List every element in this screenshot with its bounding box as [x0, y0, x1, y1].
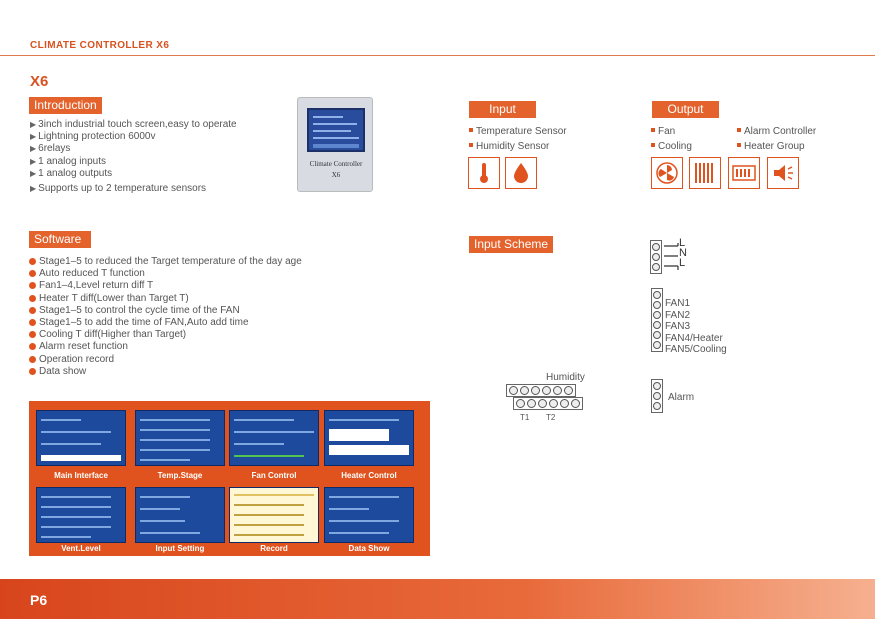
list-item: Fan1–4,Level return diff T: [29, 280, 302, 292]
list-item: Cooling T diff(Higher than Target): [29, 329, 302, 341]
humidity-label: Humidity: [546, 372, 585, 383]
list-item: Alarm Controller: [737, 124, 816, 139]
list-item: Temperature Sensor: [469, 124, 567, 139]
footer-bar: [0, 579, 875, 619]
output-list-2: Alarm Controller Heater Group: [737, 124, 816, 154]
introduction-heading: Introduction: [29, 97, 102, 114]
heater-icon: [728, 157, 760, 189]
screen-caption: Main Interface: [54, 471, 108, 480]
input-list: Temperature Sensor Humidity Sensor: [469, 124, 567, 154]
header-title: CLIMATE CONTROLLER X6: [30, 40, 170, 51]
alarm-icon: [767, 157, 799, 189]
screen-vent-level: [36, 487, 126, 543]
screen-caption: Data Show: [348, 544, 390, 553]
list-item: ▶3inch industrial touch screen,easy to o…: [30, 119, 237, 130]
software-heading: Software: [29, 231, 91, 248]
controller-device-image: Climate Controller X6: [297, 97, 373, 192]
screens-panel: Main Interface Temp.Stage Fan Control He…: [29, 401, 430, 556]
list-item: Cooling: [651, 139, 692, 154]
software-list: Stage1–5 to reduced the Target temperatu…: [29, 256, 302, 378]
list-item: Heater T diff(Lower than Target T): [29, 293, 302, 305]
list-item: ▶1 analog inputs: [30, 155, 106, 167]
screen-input-setting: [135, 487, 225, 543]
list-item: Fan: [651, 124, 692, 139]
list-item: ▶1 analog outputs: [30, 167, 113, 179]
water-drop-icon: [505, 157, 537, 189]
page-number: P6: [30, 592, 48, 608]
fan-icon: [651, 157, 683, 189]
screen-caption: Heater Control: [341, 471, 397, 480]
thermometer-icon: [468, 157, 500, 189]
screen-fan-control: [229, 410, 319, 466]
device-screen: [307, 108, 365, 152]
list-item: Stage1–5 to control the cycle time of th…: [29, 305, 302, 317]
screen-caption: Vent.Level: [61, 544, 101, 553]
list-item: ▶Lightning protection 6000v: [30, 131, 156, 143]
output-list-1: Fan Cooling: [651, 124, 692, 154]
power-terminal: [650, 240, 662, 274]
t1-label: T1: [520, 413, 530, 422]
t2-label: T2: [546, 413, 556, 422]
list-item: Humidity Sensor: [469, 139, 567, 154]
model-title: X6: [30, 73, 49, 90]
screen-record: [229, 487, 319, 543]
alarm-terminal: [651, 379, 663, 413]
list-item: Operation record: [29, 354, 302, 366]
cooling-pad-icon: [689, 157, 721, 189]
sensor-terminal: [513, 397, 583, 410]
screen-data-show: [324, 487, 414, 543]
list-item: Auto reduced T function: [29, 268, 302, 280]
list-item: Stage1–5 to add the time of FAN,Auto add…: [29, 317, 302, 329]
list-item: ▶6relays: [30, 143, 71, 155]
screen-caption: Temp.Stage: [157, 471, 203, 480]
alarm-label: Alarm: [668, 392, 695, 403]
screen-caption: Input Setting: [155, 544, 205, 553]
screen-caption: Fan Control: [251, 471, 297, 480]
humidity-terminal: [506, 384, 576, 397]
output-heading: Output: [652, 101, 719, 118]
introduction-list: ▶3inch industrial touch screen,easy to o…: [30, 119, 237, 195]
device-label: Climate Controller: [309, 160, 363, 168]
relay-labels: FAN1 FAN2 FAN3 FAN4/Heater FAN5/Cooling: [665, 298, 727, 355]
relay-terminal: [651, 288, 663, 352]
screen-heater-control: [324, 410, 414, 466]
list-item: Heater Group: [737, 139, 816, 154]
screen-caption: Record: [260, 544, 288, 553]
list-item: Stage1–5 to reduced the Target temperatu…: [29, 256, 302, 268]
screen-temp-stage: [135, 410, 225, 466]
header-divider: [0, 55, 875, 56]
list-item: Data show: [29, 366, 302, 378]
device-model: X6: [331, 171, 341, 179]
list-item: Alarm reset function: [29, 341, 302, 353]
list-item: ▶Supports up to 2 temperature sensors: [30, 183, 207, 195]
input-scheme-heading: Input Scheme: [469, 236, 554, 253]
power-labels: L N L: [679, 237, 687, 269]
input-heading: Input: [469, 101, 536, 118]
screen-main-interface: [36, 410, 126, 466]
power-wiring: [664, 243, 679, 270]
